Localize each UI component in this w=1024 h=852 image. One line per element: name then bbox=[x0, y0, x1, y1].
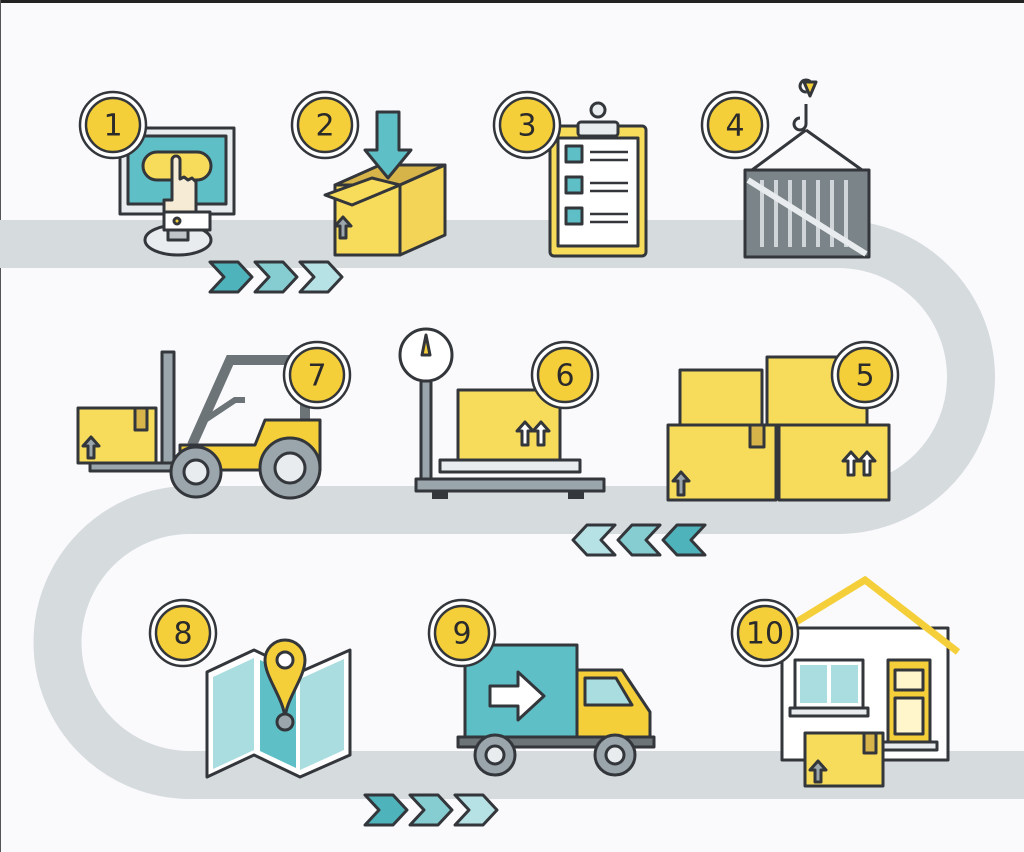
window-left-edge bbox=[0, 0, 1, 852]
badge-circle bbox=[736, 604, 794, 662]
chevron-left-icon bbox=[571, 523, 617, 557]
stacked-boxes-icon bbox=[666, 355, 891, 502]
badge-circle bbox=[296, 96, 354, 154]
badge-circle bbox=[836, 346, 894, 404]
window-top-bar bbox=[0, 0, 1024, 3]
badge-circle bbox=[84, 96, 142, 154]
badge-circle bbox=[536, 346, 594, 404]
chevron-left-icon bbox=[616, 523, 662, 557]
badge-circle bbox=[433, 604, 491, 662]
chevron-right-icon bbox=[208, 260, 254, 294]
crane-container-icon bbox=[743, 78, 871, 259]
map-pin-icon bbox=[205, 638, 352, 779]
step-number: 5 bbox=[855, 359, 874, 394]
step-badge-9: 9 bbox=[427, 598, 497, 668]
step-badge-3: 3 bbox=[492, 90, 562, 160]
step-badge-10: 10 bbox=[730, 598, 800, 668]
chevrons-right-bottom bbox=[363, 793, 499, 827]
step-badge-1: 1 bbox=[78, 90, 148, 160]
step-number: 3 bbox=[517, 109, 536, 144]
chevron-left-icon bbox=[661, 523, 707, 557]
scale-weighing-icon bbox=[398, 327, 606, 499]
badge-circle bbox=[498, 96, 556, 154]
step-number: 6 bbox=[555, 359, 574, 394]
computer-click-icon bbox=[118, 126, 236, 257]
step-badge-8: 8 bbox=[148, 598, 218, 668]
checklist-clipboard-icon bbox=[548, 101, 648, 258]
step-number: 1 bbox=[103, 109, 122, 144]
chevron-right-icon bbox=[298, 260, 344, 294]
step-badge-4: 4 bbox=[700, 90, 770, 160]
step-badge-7: 7 bbox=[282, 340, 352, 410]
badge-circle bbox=[706, 96, 764, 154]
delivery-truck-icon bbox=[456, 643, 656, 777]
badge-circle bbox=[154, 604, 212, 662]
chevron-right-icon bbox=[363, 793, 409, 827]
step-number: 4 bbox=[725, 109, 744, 144]
step-number: 7 bbox=[307, 359, 326, 394]
step-badge-2: 2 bbox=[290, 90, 360, 160]
chevrons-left-middle bbox=[571, 523, 707, 557]
forklift-icon bbox=[76, 350, 322, 500]
chevron-right-icon bbox=[408, 793, 454, 827]
step-number: 10 bbox=[746, 617, 784, 652]
chevron-right-icon bbox=[253, 260, 299, 294]
step-badge-5: 5 bbox=[830, 340, 900, 410]
step-badge-6: 6 bbox=[530, 340, 600, 410]
step-number: 9 bbox=[452, 617, 471, 652]
house-delivery-icon bbox=[773, 575, 961, 788]
step-number: 8 bbox=[173, 617, 192, 652]
box-receive-icon bbox=[323, 110, 447, 257]
road-path bbox=[0, 220, 1024, 799]
badge-circle bbox=[288, 346, 346, 404]
chevrons-right-top bbox=[208, 260, 344, 294]
step-number: 2 bbox=[315, 109, 334, 144]
chevron-right-icon bbox=[453, 793, 499, 827]
